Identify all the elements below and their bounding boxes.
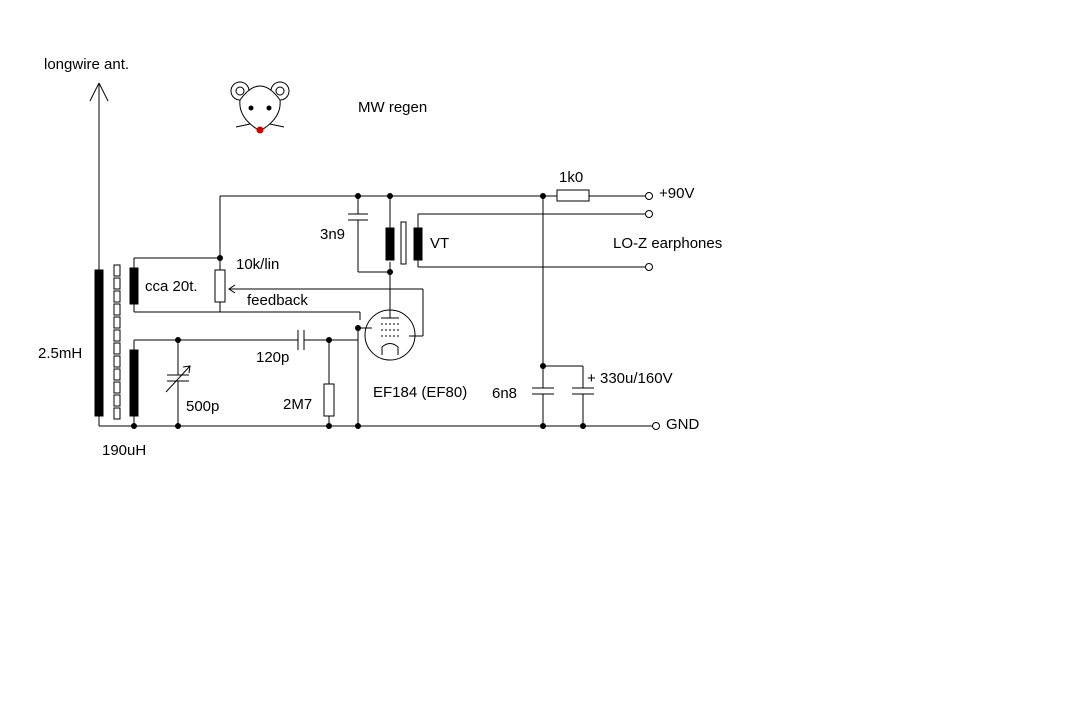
supply-voltage-label: +90V xyxy=(659,185,694,202)
terminal-supply xyxy=(645,192,653,200)
terminals xyxy=(645,192,660,430)
variable-capacitor xyxy=(165,340,191,426)
earphones-label: LO-Z earphones xyxy=(613,235,722,252)
potentiometer xyxy=(214,269,226,303)
terminal-gnd xyxy=(652,422,660,430)
transformer-symbol xyxy=(385,221,423,265)
cap-plate-label: 3n9 xyxy=(320,226,345,243)
junction-dots xyxy=(131,193,586,429)
cap-bypass-label: 6n8 xyxy=(492,385,517,402)
transformer-label: VT xyxy=(430,235,449,252)
title-label: MW regen xyxy=(358,99,427,116)
inductor-main-core xyxy=(94,269,104,417)
pot-label: 10k/lin xyxy=(236,256,279,273)
supply-resistor-label: 1k0 xyxy=(559,169,583,186)
terminal-earphone-2 xyxy=(645,263,653,271)
cap-electrolytic-label: 330u/160V xyxy=(600,370,673,387)
feedback-coil xyxy=(129,267,139,305)
tube-symbol xyxy=(364,309,416,361)
inductor-main-label: 2.5mH xyxy=(38,345,82,362)
supply-resistor xyxy=(556,189,590,202)
antenna-label: longwire ant. xyxy=(44,56,129,73)
feedback-label: feedback xyxy=(247,292,308,309)
grid-resistor xyxy=(323,383,335,417)
cap-grid-label: 120p xyxy=(256,349,289,366)
feedback-coil-label: cca 20t. xyxy=(145,278,198,295)
ground-label: GND xyxy=(666,416,700,433)
inductor-tuned-label: 190uH xyxy=(102,442,146,459)
ferrite-rod xyxy=(113,264,121,420)
cap-tune-label: 500p xyxy=(186,398,219,415)
inductor-tuned xyxy=(129,349,139,417)
terminal-earphone-1 xyxy=(645,210,653,218)
cap-electrolytic-plus: + xyxy=(587,370,596,387)
grid-resistor-label: 2M7 xyxy=(283,396,312,413)
tube-label: EF184 (EF80) xyxy=(373,384,467,401)
antenna-symbol xyxy=(89,82,109,270)
mouse-icon xyxy=(230,81,290,134)
